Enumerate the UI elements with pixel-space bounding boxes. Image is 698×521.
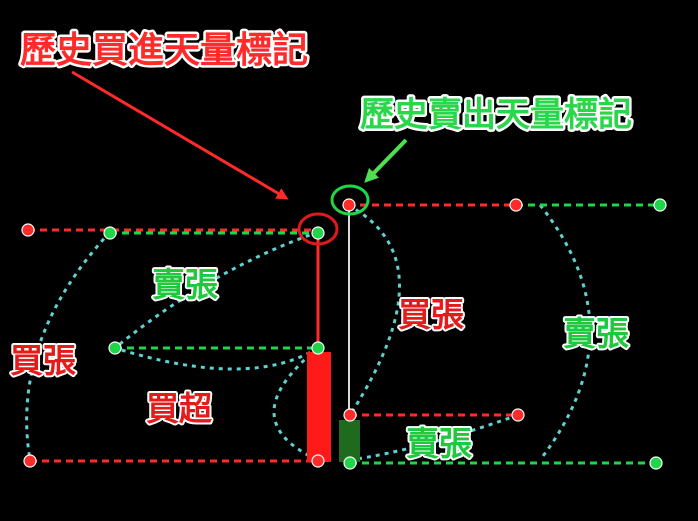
arc-left-mid — [114, 346, 319, 371]
sell-candle-body — [339, 420, 360, 462]
sell-peak-ring — [330, 184, 370, 216]
label-left-top: 賣張 — [152, 265, 218, 304]
buy-candle-body — [307, 352, 331, 462]
arc-left-top — [114, 230, 319, 350]
dot-red — [511, 408, 525, 422]
buy-pointer-arrow — [71, 70, 289, 200]
dot-green — [311, 226, 325, 240]
dot-green — [343, 456, 357, 470]
label-right-bottom: 賣張 — [406, 424, 472, 463]
label-left-outer: 買張 — [10, 341, 76, 380]
dot-red — [311, 454, 325, 468]
sell-levels — [110, 203, 660, 465]
label-left-mid: 買超 — [146, 389, 213, 428]
buy-levels — [28, 203, 518, 463]
label-right-inner: 買張 — [398, 295, 464, 334]
endpoints — [21, 198, 667, 470]
sell-pointer-arrow — [364, 138, 408, 183]
dot-green — [103, 226, 117, 240]
buy-peak-ring — [297, 212, 339, 246]
sell-volume-mark-title: 歷史賣出天量標記 — [360, 95, 632, 135]
arc-right-bottom — [349, 413, 519, 462]
dot-red — [342, 198, 356, 212]
dot-green — [108, 341, 122, 355]
label-right-outer: 賣張 — [563, 314, 629, 353]
buy-volume-mark-title: 歷史買進天量標記 — [20, 30, 308, 71]
dot-red — [343, 408, 357, 422]
sell-candle — [339, 205, 360, 462]
arc-group — [25, 203, 592, 462]
buy-candle — [307, 232, 331, 462]
dot-red — [23, 454, 37, 468]
dot-green — [649, 456, 663, 470]
arc-left-mid-lower — [272, 346, 319, 462]
dot-red — [509, 198, 523, 212]
dot-green — [311, 341, 325, 355]
dot-green — [653, 198, 667, 212]
arc-right-inner — [347, 203, 401, 416]
dot-red — [21, 223, 35, 237]
arc-right-outer — [538, 204, 592, 461]
arc-left-outer — [25, 230, 112, 461]
